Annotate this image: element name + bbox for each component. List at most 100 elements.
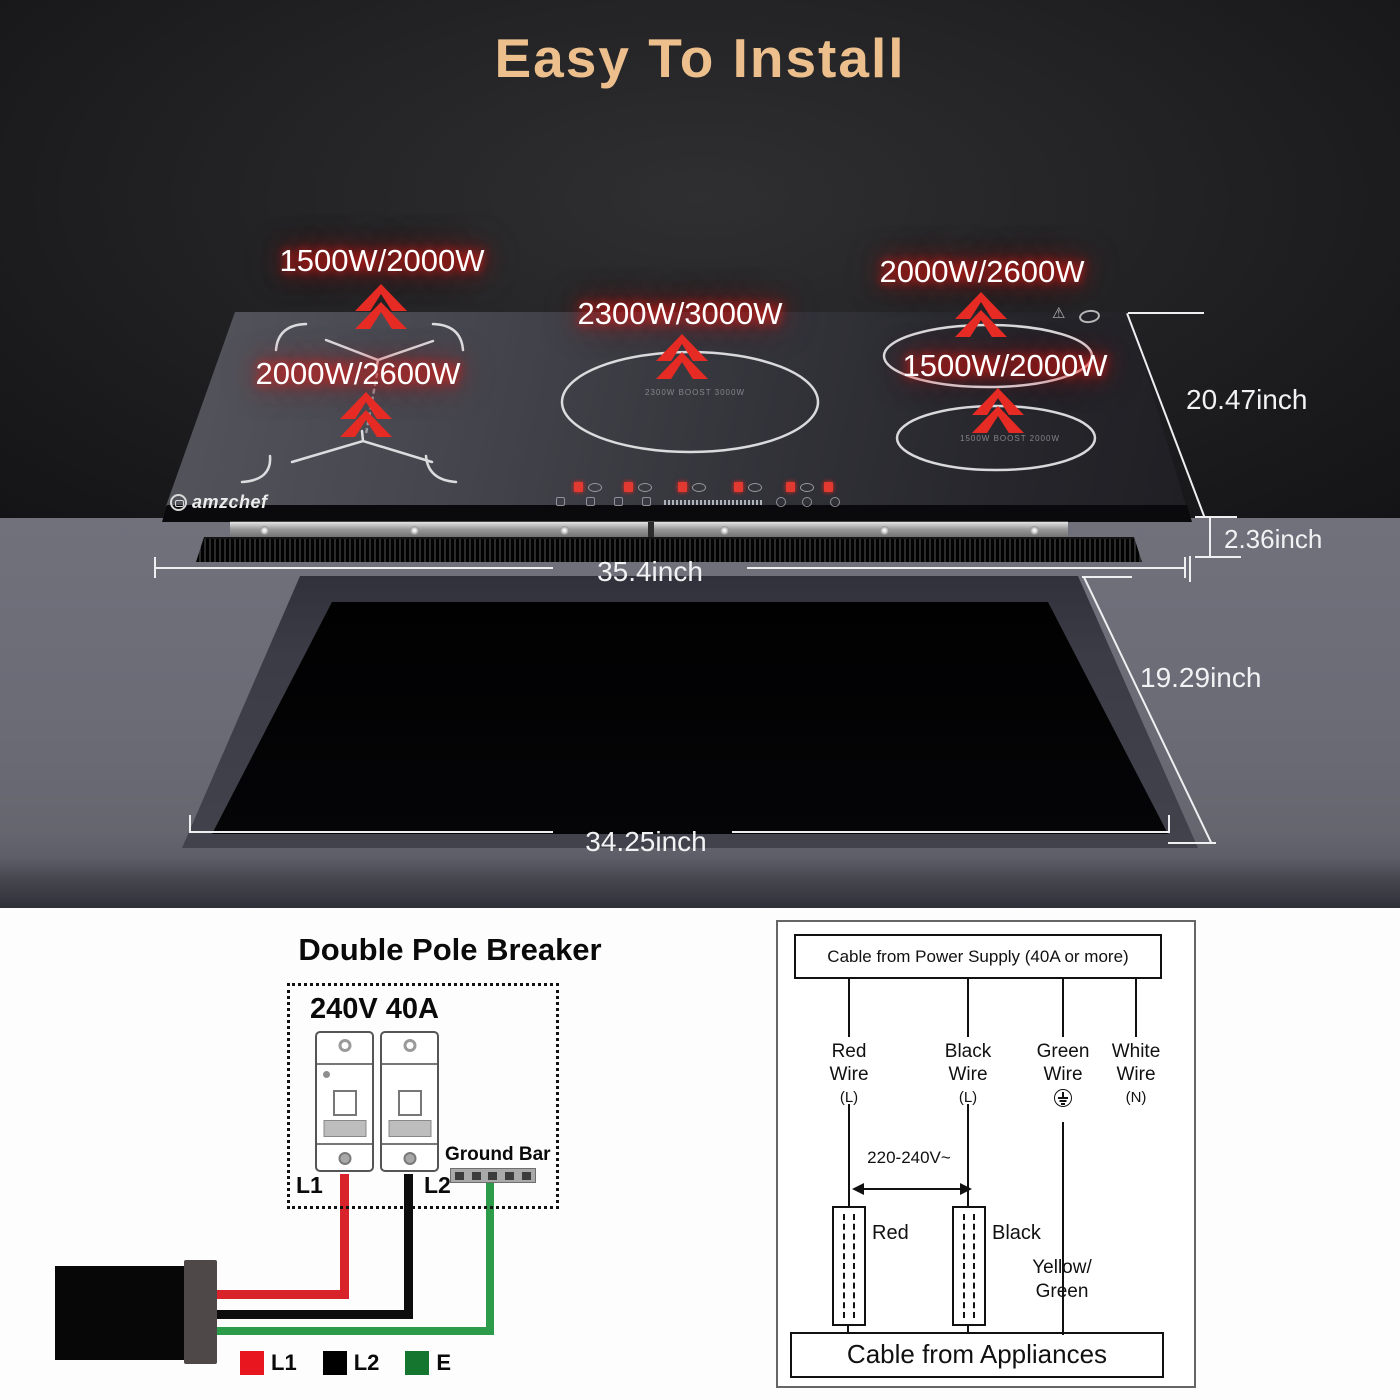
dimension-tick xyxy=(1168,842,1216,844)
warning-triangle-icon: ⚠ xyxy=(1052,305,1066,322)
power-label-right-bottom: 1500W/2000W xyxy=(902,348,1108,383)
dimension-line-width xyxy=(155,567,553,569)
wire-lead xyxy=(1062,979,1064,1037)
power-digit xyxy=(734,482,743,492)
touch-control-panel xyxy=(548,479,848,509)
breaker-dotted-enclosure xyxy=(287,983,559,1209)
wire-lead xyxy=(967,979,969,1037)
earth-ground-icon xyxy=(1054,1089,1072,1107)
heat-arrow-icon xyxy=(955,292,1007,337)
vent-grille xyxy=(196,537,1142,562)
indicator-dot xyxy=(323,1071,330,1078)
boost-button-icon xyxy=(642,497,651,506)
appliance-cable-box: Cable from Appliances xyxy=(790,1332,1164,1378)
brand-logo: amzchef xyxy=(170,492,268,513)
dimension-thickness: 2.36inch xyxy=(1224,524,1323,554)
black-terminal-connector xyxy=(952,1206,986,1326)
screw-icon xyxy=(410,526,419,535)
wire-lead xyxy=(848,979,850,1037)
wire-lead xyxy=(1135,979,1137,1037)
burner-select-icon xyxy=(638,483,652,492)
burner-select-icon xyxy=(800,483,814,492)
dimension-line-cutout-width xyxy=(732,831,1170,833)
timer-digit xyxy=(824,482,833,492)
flex-zone-chevron xyxy=(290,429,434,464)
l1-label: L1 xyxy=(296,1172,323,1198)
arrowhead-right-icon xyxy=(960,1183,978,1195)
appliance-junction-box xyxy=(55,1266,185,1360)
power-slider xyxy=(664,500,764,505)
screw-icon xyxy=(560,526,569,535)
heat-arrow-icon xyxy=(972,388,1024,433)
power-digit xyxy=(786,482,795,492)
pause-button-icon xyxy=(614,497,623,506)
l2-black-wire xyxy=(404,1174,413,1317)
l2-black-wire xyxy=(212,1310,413,1319)
power-label-left-bottom: 2000W/2600W xyxy=(255,356,461,391)
dimension-tick xyxy=(1168,815,1170,833)
screw-icon xyxy=(1030,526,1039,535)
page-title: Easy To Install xyxy=(494,27,906,89)
heat-arrow-icon xyxy=(355,284,407,329)
power-digit xyxy=(624,482,633,492)
l1-red-wire xyxy=(340,1174,349,1297)
heat-arrow-icon xyxy=(656,334,708,379)
power-label-center: 2300W/3000W xyxy=(577,296,783,331)
voltage-span-arrow xyxy=(858,1188,960,1190)
dimension-width: 35.4inch xyxy=(597,556,703,587)
red-terminal-connector xyxy=(832,1206,866,1326)
flex-zone-chevron xyxy=(324,338,435,372)
breaker-pad xyxy=(323,1120,366,1137)
breaker-pad xyxy=(388,1120,431,1137)
red-swatch-icon xyxy=(240,1351,264,1375)
brand-name: amzchef xyxy=(192,492,268,512)
dimension-tick xyxy=(189,815,191,833)
dimension-line-thickness xyxy=(1209,516,1211,558)
power-label-left-top: 1500W/2000W xyxy=(279,243,485,278)
center-burner-boost-text: 2300W BOOST 3000W xyxy=(645,388,745,397)
earth-green-wire xyxy=(212,1327,494,1335)
minus-button-icon xyxy=(776,497,786,507)
earth-green-wire xyxy=(486,1181,494,1333)
wire-color-legend: L1 L2 E xyxy=(240,1350,451,1376)
wire-lead xyxy=(847,1326,849,1334)
appliance-cable-connector xyxy=(184,1260,217,1364)
dimension-tick xyxy=(1195,516,1237,518)
l2-label: L2 xyxy=(424,1172,451,1198)
legend-item-l1: L1 xyxy=(240,1350,297,1376)
voltage-label: 220-240V~ xyxy=(867,1148,951,1167)
dimension-tick xyxy=(1195,556,1241,558)
plus-button-icon xyxy=(830,497,840,507)
dimension-extension-line xyxy=(1189,556,1191,582)
breaker-rating: 240V 40A xyxy=(310,993,439,1025)
red-wire-line xyxy=(848,1104,850,1208)
flex-zone-corner-bracket xyxy=(431,322,465,352)
breaker-toggle xyxy=(332,1090,357,1116)
bracket-seam xyxy=(648,522,654,539)
flex-zone-center-dashes xyxy=(364,372,379,436)
terminal-screw-icon xyxy=(403,1152,416,1165)
power-button-icon xyxy=(556,497,565,506)
wire-lead xyxy=(967,1326,969,1334)
flex-zone-corner-bracket xyxy=(424,454,458,484)
l1-red-wire xyxy=(212,1290,349,1299)
dimension-cutout-width: 34.25inch xyxy=(585,826,707,857)
green-wire-label: Green Wire xyxy=(1023,1040,1103,1107)
dimension-cutout-depth: 19.29inch xyxy=(1140,662,1262,693)
lock-button-icon xyxy=(586,497,595,506)
power-label-right-top: 2000W/2600W xyxy=(879,254,1085,289)
dimension-line-width xyxy=(747,567,1185,569)
terminal-screw-icon xyxy=(338,1152,351,1165)
ground-bar xyxy=(450,1168,536,1183)
yellow-green-label: Yellow/ Green xyxy=(1032,1257,1092,1302)
screw-icon xyxy=(260,526,269,535)
red-wire-label: Red Wire (L) xyxy=(829,1041,869,1106)
terminal-label-black: Black xyxy=(992,1222,1041,1244)
chef-hat-logo-icon xyxy=(170,494,187,511)
black-wire-label: Black Wire (L) xyxy=(944,1041,992,1106)
dimension-tick xyxy=(1082,576,1132,578)
black-wire-line xyxy=(967,1104,969,1208)
burner-select-icon xyxy=(748,483,762,492)
dimension-tick xyxy=(1184,557,1186,578)
screw-icon xyxy=(338,1039,351,1052)
